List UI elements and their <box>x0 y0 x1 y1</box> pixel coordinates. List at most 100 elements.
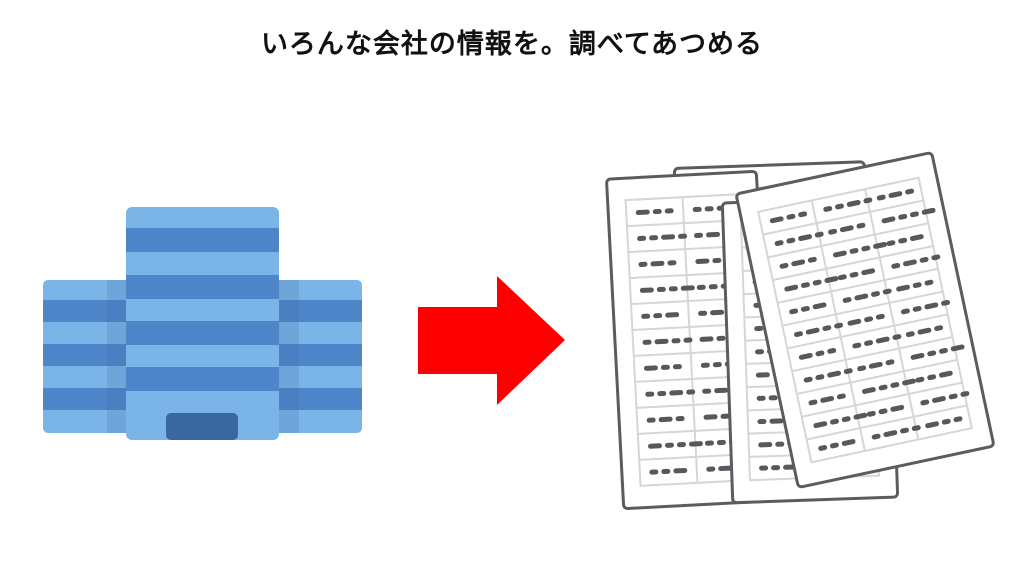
slide-title: いろんな会社の情報を。調べてあつめる <box>260 29 764 60</box>
text-dash <box>896 284 910 292</box>
text-dash <box>910 352 925 360</box>
text-dash <box>960 391 970 397</box>
text-dash <box>875 313 885 320</box>
text-dash <box>846 200 861 207</box>
paper-sheet <box>735 151 995 489</box>
text-dash <box>786 213 796 220</box>
text-dash <box>892 334 902 340</box>
text-dash <box>813 421 828 429</box>
text-dash <box>820 395 835 403</box>
text-dash <box>898 213 908 220</box>
text-dash <box>932 396 946 403</box>
text-dash <box>890 404 905 412</box>
text-dash <box>857 365 867 372</box>
text-dash <box>924 279 934 286</box>
text-dash <box>881 216 896 224</box>
text-dash <box>815 350 825 357</box>
text-dash <box>862 387 876 394</box>
text-dash <box>836 393 846 400</box>
text-dash <box>883 430 898 438</box>
text-dash <box>888 191 903 199</box>
text-dash <box>815 374 825 381</box>
text-dash <box>818 445 828 451</box>
text-dash <box>832 250 847 258</box>
text-dash <box>948 393 958 400</box>
text-dash <box>925 421 939 429</box>
text-dash <box>798 352 813 360</box>
text-dash <box>900 308 910 315</box>
text-dash <box>903 259 917 267</box>
text-dash <box>868 361 883 369</box>
text-dash <box>920 399 930 406</box>
text-dash <box>915 376 925 383</box>
text-dash <box>900 427 909 434</box>
text-dash <box>931 254 941 261</box>
text-dash <box>853 412 868 420</box>
text-dash <box>839 225 854 233</box>
text-dash <box>891 262 901 269</box>
text-dash <box>800 282 810 288</box>
text-dash <box>786 237 796 244</box>
text-dash <box>779 262 789 269</box>
text-dash <box>927 350 937 357</box>
text-dash <box>938 370 953 378</box>
text-dash <box>814 231 824 238</box>
text-dash <box>885 359 895 366</box>
text-dash <box>798 234 812 242</box>
text-dash <box>909 234 924 242</box>
text-dash <box>912 282 922 289</box>
text-dash <box>784 284 799 292</box>
text-dash <box>774 240 784 246</box>
text-dash <box>861 268 876 276</box>
text-dash <box>854 293 869 301</box>
text-dash <box>911 425 921 431</box>
text-dash <box>863 197 873 204</box>
text-dash <box>800 305 810 312</box>
text-dash <box>909 211 919 218</box>
text-dash <box>875 336 890 344</box>
text-dash <box>876 194 886 201</box>
company-building-icon <box>43 207 362 440</box>
text-dash <box>841 439 856 446</box>
text-dash <box>902 378 916 386</box>
text-dash <box>953 416 963 423</box>
text-dash <box>871 291 880 297</box>
text-dash <box>898 237 908 244</box>
text-dash <box>856 222 866 229</box>
text-dash <box>812 279 822 286</box>
text-dash <box>921 207 936 215</box>
text-dash <box>849 248 859 254</box>
text-dash <box>808 399 818 406</box>
text-dash <box>807 256 817 263</box>
text-dash <box>919 256 929 263</box>
text-dash <box>769 216 784 224</box>
text-dash <box>834 322 844 329</box>
text-dash <box>873 241 887 249</box>
text-dash <box>789 308 799 315</box>
text-dash <box>905 188 915 195</box>
text-dash <box>849 271 859 278</box>
text-dash <box>812 302 827 310</box>
text-dash <box>917 327 932 335</box>
text-dash <box>841 416 851 423</box>
text-dash <box>934 325 944 332</box>
text-dash <box>847 318 862 326</box>
door <box>166 413 238 440</box>
text-dash <box>912 305 922 312</box>
text-dash <box>803 376 813 383</box>
text-dash <box>822 325 832 332</box>
text-dash <box>878 408 888 415</box>
text-dash <box>829 442 839 449</box>
text-dash <box>886 240 896 247</box>
right-arrow-icon <box>418 276 565 405</box>
text-dash <box>805 327 820 335</box>
text-dash <box>866 410 876 417</box>
text-dash <box>830 418 839 425</box>
text-dash <box>843 368 853 375</box>
text-dash <box>861 245 871 252</box>
text-dash <box>798 211 808 218</box>
text-dash <box>882 288 892 295</box>
text-dash <box>791 259 806 267</box>
text-dash <box>837 274 847 281</box>
